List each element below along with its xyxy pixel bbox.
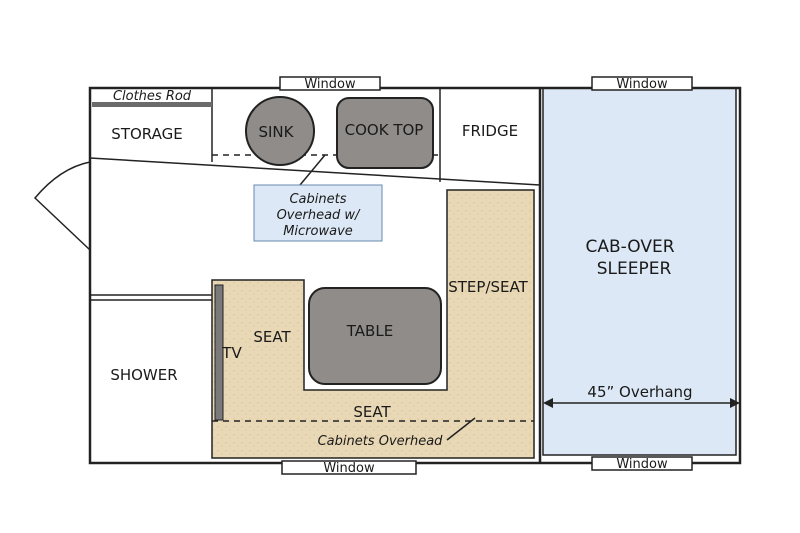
cab-over-label-2: SLEEPER xyxy=(597,259,672,279)
cab-over-label-1: CAB-OVER xyxy=(585,237,674,257)
storage-label: STORAGE xyxy=(111,125,182,143)
clothes-rod-label: Clothes Rod xyxy=(113,89,192,104)
table-label: TABLE xyxy=(346,322,393,340)
sink xyxy=(245,96,315,166)
microwave-cabinet-label-1: Cabinets xyxy=(289,192,346,207)
microwave-cabinet-leader xyxy=(299,154,326,186)
sink-label: SINK xyxy=(258,123,294,141)
microwave-cabinet-label-2: Overhead w/ xyxy=(277,208,361,223)
clothes-rod xyxy=(92,102,212,107)
window-bottom-right xyxy=(591,456,693,471)
seat-area xyxy=(211,189,535,459)
window-top-label: Window xyxy=(304,77,356,92)
window-top-right-label: Window xyxy=(616,77,668,92)
window-bottom xyxy=(281,460,417,475)
window-bottom-label: Window xyxy=(323,461,375,476)
window-top xyxy=(279,76,381,91)
cabinets-overhead-label: Cabinets Overhead xyxy=(318,434,444,449)
cabinets-overhead-leader xyxy=(446,417,476,441)
microwave-cabinet-box xyxy=(253,184,383,242)
step-seat-label: STEP/SEAT xyxy=(448,278,528,296)
overhang-label: 45” Overhang xyxy=(587,383,692,401)
tv-label: TV xyxy=(221,344,242,362)
seat-left-label: SEAT xyxy=(253,328,291,346)
fridge-label: FRIDGE xyxy=(462,122,518,140)
tv xyxy=(214,284,224,421)
cook-top xyxy=(336,97,434,169)
cook-top-label: COOK TOP xyxy=(345,121,424,139)
seat-bottom-label: SEAT xyxy=(353,403,391,421)
table xyxy=(308,287,442,385)
window-top-right xyxy=(591,76,693,91)
shower-label: SHOWER xyxy=(110,366,177,384)
counter-edge xyxy=(89,157,541,186)
microwave-cabinet-label-3: Microwave xyxy=(283,224,353,239)
entry-door xyxy=(33,161,91,251)
overhang-arrow-left-head xyxy=(543,398,553,408)
cab-over-sleeper-area xyxy=(542,87,737,456)
window-bottom-right-label: Window xyxy=(616,457,668,472)
overhang-arrow-right-head xyxy=(730,398,740,408)
